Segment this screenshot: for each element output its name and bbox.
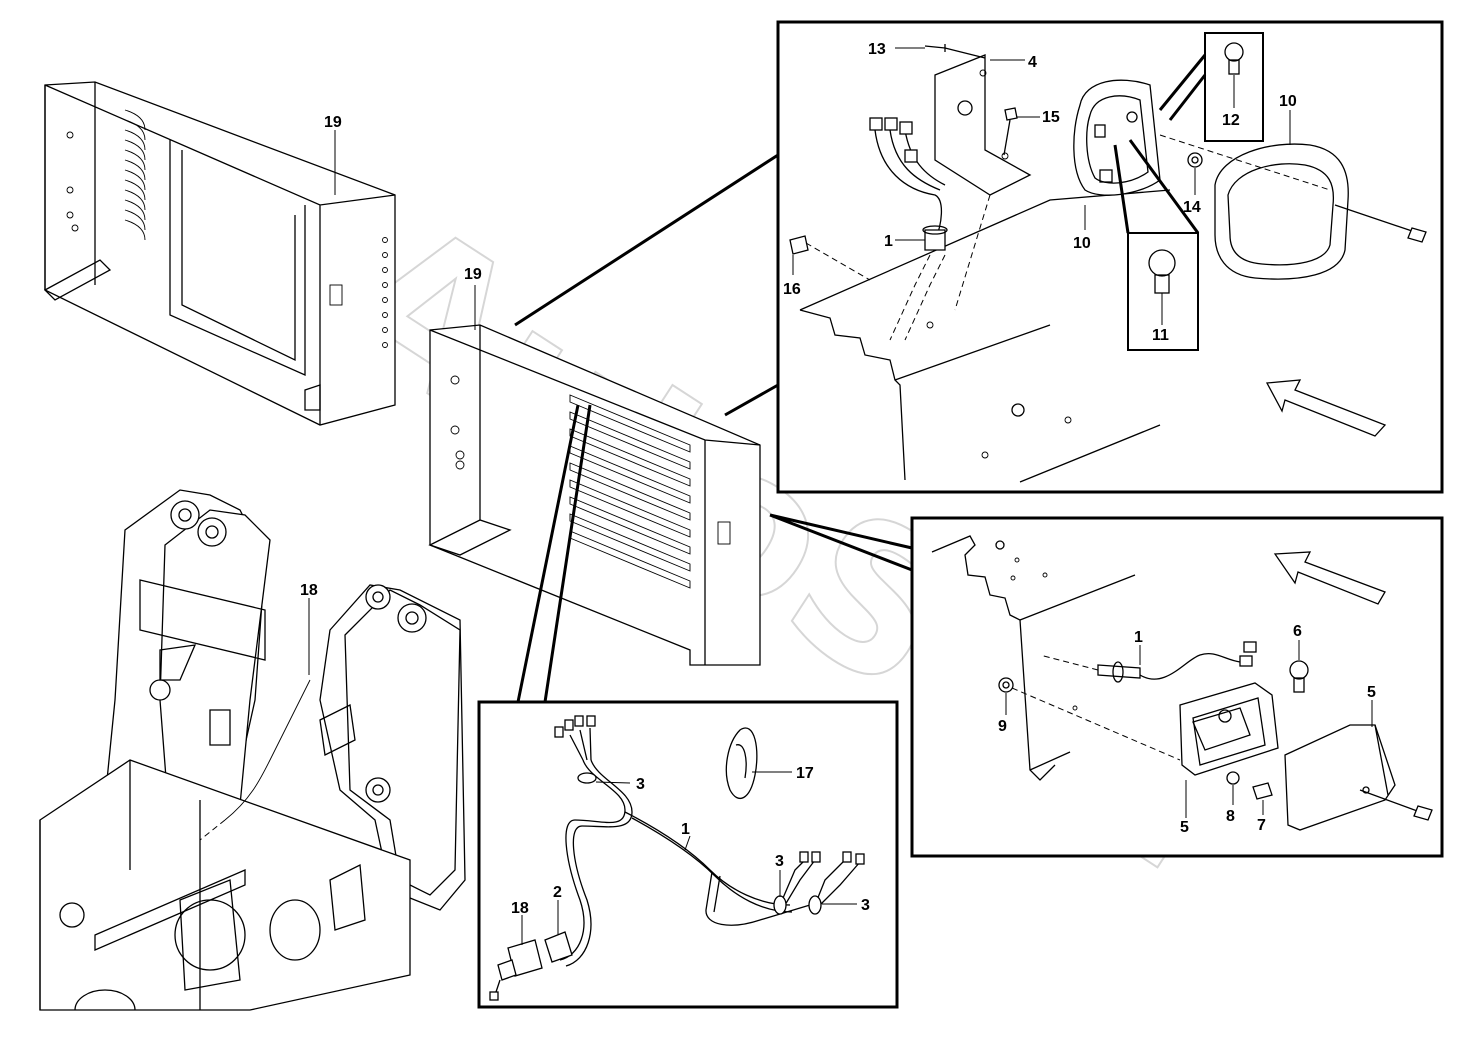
label-3-b: 3 — [775, 853, 784, 870]
label-11: 11 — [1152, 327, 1169, 344]
label-3-c: 3 — [861, 897, 870, 914]
cooling-slots-center — [569, 394, 691, 589]
label-5-housing: 5 — [1180, 819, 1189, 836]
rear-panel-upper — [43, 81, 396, 426]
label-6: 6 — [1293, 623, 1302, 640]
label-9: 9 — [998, 718, 1007, 735]
label-19-center: 19 — [464, 266, 482, 283]
label-18-machine: 18 — [300, 582, 318, 599]
label-7: 7 — [1257, 817, 1266, 834]
label-19-upper: 19 — [324, 114, 342, 131]
label-10-lens: 10 — [1279, 93, 1297, 110]
label-15: 15 — [1042, 109, 1060, 126]
label-4: 4 — [1028, 54, 1037, 71]
label-8: 8 — [1226, 808, 1235, 825]
label-14: 14 — [1183, 199, 1201, 216]
detail-box-harness — [477, 700, 899, 1009]
label-10-housing: 10 — [1073, 235, 1091, 252]
label-17: 17 — [796, 765, 814, 782]
label-1-lower: 1 — [1134, 629, 1143, 646]
label-3-a: 3 — [636, 776, 645, 793]
label-13: 13 — [868, 41, 886, 58]
label-16: 16 — [783, 281, 801, 298]
rear-panel-center — [428, 324, 761, 666]
label-1-top: 1 — [884, 233, 893, 250]
label-5-lens: 5 — [1367, 684, 1376, 701]
detail-box-top — [776, 20, 1444, 494]
label-1-harness: 1 — [681, 821, 690, 838]
label-2: 2 — [553, 884, 562, 901]
callout-lines — [514, 153, 913, 703]
cooling-slots — [124, 109, 146, 241]
label-12: 12 — [1222, 112, 1240, 129]
loader-frame — [39, 489, 466, 1011]
detail-box-right — [910, 516, 1444, 858]
label-18-harness: 18 — [511, 900, 529, 917]
